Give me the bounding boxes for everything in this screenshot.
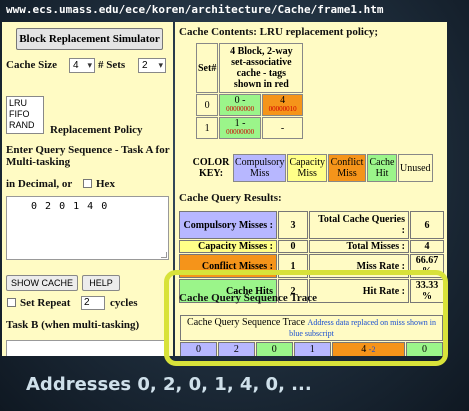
result-value: 0: [278, 240, 308, 253]
color-key-title: COLOR KEY:: [192, 157, 230, 179]
block-tag: 00000000: [226, 105, 255, 113]
block-address: 0 -: [234, 95, 246, 106]
query-results-table: Compulsory Misses : 3 Total Cache Querie…: [178, 210, 445, 304]
cache-size-value: 4: [73, 60, 79, 71]
simulator-title-button[interactable]: Block Replacement Simulator: [16, 28, 163, 50]
result-label: Miss Rate :: [309, 254, 409, 278]
key-unused: Unused: [398, 154, 433, 182]
page-url: www.ecs.umass.edu/ece/koren/architecture…: [6, 3, 384, 16]
trace-note: Address data replaced on miss shown in b…: [289, 318, 436, 338]
trace-cell: 0: [255, 342, 293, 356]
result-value: 1: [278, 254, 308, 278]
trace-cell: 1: [293, 342, 331, 356]
trace-table: Cache Query Sequence Trace Address data …: [179, 314, 444, 356]
key-cache-hit: Cache Hit: [367, 154, 397, 182]
policy-option[interactable]: LRU: [9, 98, 28, 108]
block-tag: 00000000: [226, 128, 255, 136]
trace-cell: 2: [217, 342, 255, 356]
set-number: 0: [196, 94, 219, 116]
policy-label: Replacement Policy: [50, 124, 143, 136]
sequence-label: Enter Query Sequence - Task A for Multi-…: [6, 144, 170, 168]
hex-label: Hex: [96, 178, 115, 190]
addresses-caption: Addresses 0, 2, 0, 1, 4, 0, ...: [26, 374, 312, 395]
result-label: Hit Rate :: [309, 279, 409, 303]
results-title: Cache Query Results:: [179, 192, 282, 204]
resize-handle-icon[interactable]: [161, 252, 167, 258]
repeat-label: Set Repeat: [20, 297, 71, 309]
trace-title: Cache Query Sequence Trace: [179, 292, 317, 304]
cycles-label: cycles: [110, 297, 138, 309]
trace-cell: 0: [180, 342, 217, 356]
cache-description: 4 Block, 2-way set-associative cache - t…: [219, 43, 304, 93]
result-value: 4: [410, 240, 444, 253]
sequence-value: 0 2 0 1 4 0: [31, 201, 109, 212]
chevron-down-icon: ▾: [87, 60, 92, 70]
sets-select[interactable]: 2 ▾: [138, 58, 166, 73]
cache-block: 1 - 00000000: [219, 117, 261, 139]
repeat-checkbox[interactable]: [7, 298, 16, 307]
show-cache-button[interactable]: SHOW CACHE: [6, 275, 78, 291]
block-address: 1 -: [234, 118, 246, 129]
trace-header-cell: Cache Query Sequence Trace Address data …: [180, 315, 443, 341]
result-label: Total Misses :: [309, 240, 409, 253]
set-header: Set#: [196, 43, 219, 93]
result-label: Compulsory Misses :: [179, 211, 277, 239]
cache-block: -: [261, 117, 304, 139]
key-compulsory-miss: Compulsory Miss: [233, 154, 287, 182]
sets-value: 2: [142, 60, 148, 71]
task-b-label: Task B (when multi-tasking): [6, 319, 140, 331]
trace-cell: 4 -2: [331, 342, 406, 356]
hex-checkbox[interactable]: [83, 179, 92, 188]
cache-results-panel: Cache Contents: LRU replacement policy; …: [175, 22, 447, 356]
result-value: 2: [278, 279, 308, 303]
block-address: 4: [280, 95, 286, 106]
policy-listbox[interactable]: LRU FIFO RAND: [6, 96, 44, 134]
set-number: 1: [196, 117, 219, 139]
result-label: Total Cache Queries :: [309, 211, 409, 239]
sets-label: # Sets: [98, 59, 126, 71]
chevron-down-icon: ▾: [158, 60, 163, 70]
trace-highlight-box: [164, 270, 448, 366]
color-key-table: COLOR KEY: Compulsory Miss Capacity Miss…: [189, 153, 434, 183]
cache-contents-table: Set# 4 Block, 2-way set-associative cach…: [195, 42, 304, 140]
trace-replaced-subscript: -2: [368, 345, 376, 354]
key-capacity-miss: Capacity Miss: [287, 154, 327, 182]
simulator-controls-panel: Block Replacement Simulator Cache Size 4…: [2, 22, 173, 356]
repeat-input[interactable]: 2: [81, 296, 105, 310]
cache-block: 4 00000010: [261, 94, 304, 116]
trace-header: Cache Query Sequence Trace: [187, 317, 306, 328]
cache-block: 0 - 00000000: [219, 94, 261, 116]
result-value: 6: [410, 211, 444, 239]
cache-size-label: Cache Size: [6, 59, 58, 71]
cache-contents-title: Cache Contents: LRU replacement policy;: [179, 26, 378, 38]
policy-option[interactable]: FIFO: [9, 109, 30, 119]
result-label: Cache Hits: [179, 279, 277, 303]
result-label: Capacity Misses :: [179, 240, 277, 253]
trace-cell: 0: [406, 342, 443, 356]
task-b-input[interactable]: [6, 340, 169, 356]
cache-size-select[interactable]: 4 ▾: [69, 58, 95, 73]
result-value: 3: [278, 211, 308, 239]
block-tag: 00000010: [268, 105, 297, 113]
decimal-label: in Decimal, or: [6, 178, 73, 190]
trace-value: 4: [361, 344, 367, 355]
help-button[interactable]: HELP: [82, 275, 120, 291]
policy-option[interactable]: RAND: [9, 120, 35, 130]
sequence-input[interactable]: 0 2 0 1 4 0: [6, 196, 169, 260]
key-conflict-miss: Conflict Miss: [328, 154, 366, 182]
